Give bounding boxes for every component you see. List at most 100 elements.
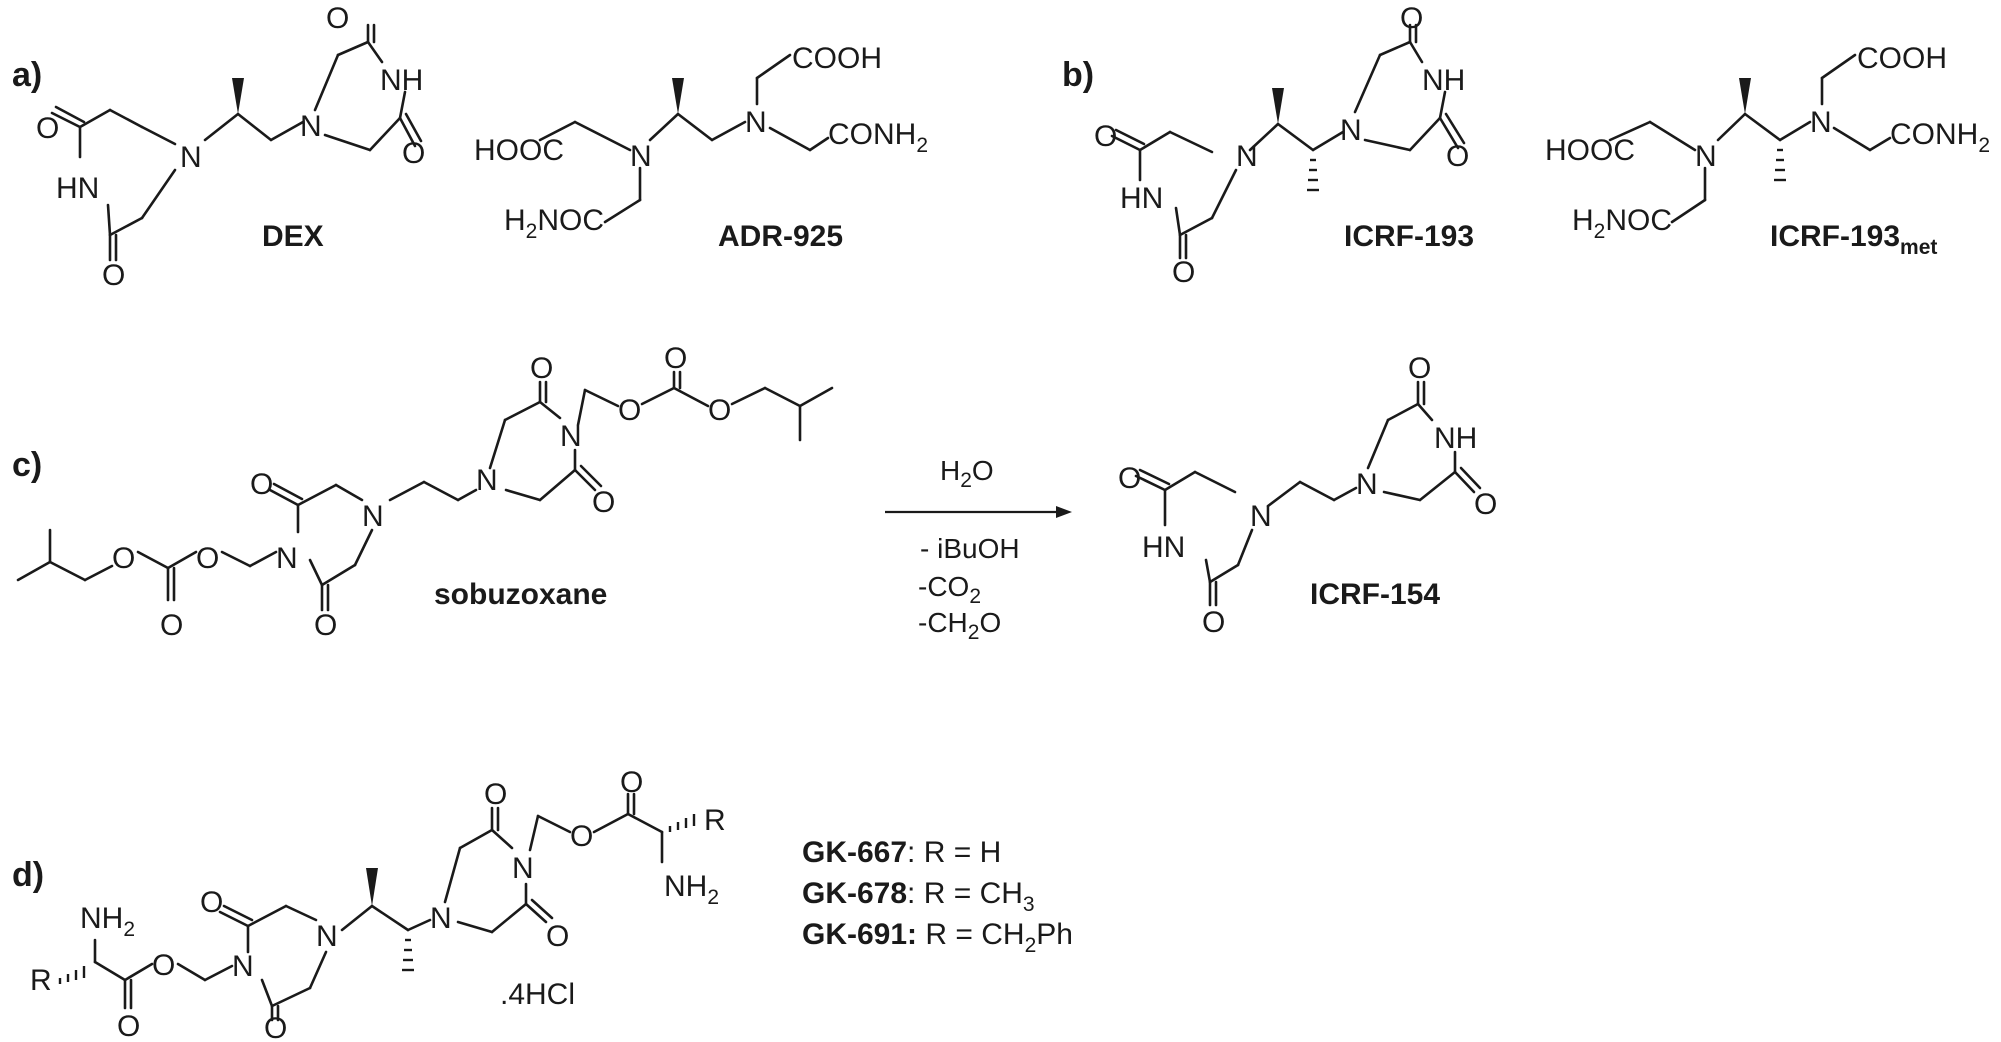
byproduct-co2: -CO2 xyxy=(918,571,981,608)
sobuzoxane-o-ring-2: O xyxy=(314,609,337,642)
legend-row-gk678: GK-678: R = CH3 xyxy=(802,877,1035,916)
icrf193-nh: NH xyxy=(1422,64,1465,97)
panel-label-b: b) xyxy=(1062,56,1094,94)
sobuzoxane-n-1: N xyxy=(276,542,298,575)
prodrug-o-ring-3: O xyxy=(484,778,507,811)
icrf193-n-right: N xyxy=(1340,114,1362,147)
sobuzoxane-o-ring-1: O xyxy=(250,468,273,501)
label-dex: DEX xyxy=(262,220,324,253)
dex-n-left: N xyxy=(180,141,202,174)
dex-n-right: N xyxy=(300,110,322,143)
prodrug-salt: .4HCl xyxy=(500,978,575,1011)
adr925-n-right: N xyxy=(745,106,767,139)
prodrug-o-ester-left: O xyxy=(152,949,175,982)
byproduct-ibuoh: - iBuOH xyxy=(920,533,1020,564)
prodrug-nh2-left: NH2 xyxy=(80,902,135,941)
structure-sobuzoxane: O O O N O N O N O N O O O O sobuzoxane xyxy=(16,342,834,642)
adr925-cooh: COOH xyxy=(792,42,882,75)
icrf193-o-2: O xyxy=(1172,256,1195,289)
icrf154-o-4: O xyxy=(1474,488,1497,521)
prodrug-nh2-right: NH2 xyxy=(664,870,719,909)
sobuzoxane-o-ester-3: O xyxy=(618,394,641,427)
sobuzoxane-n-4: N xyxy=(560,420,582,453)
icrf193met-conh2: CONH2 xyxy=(1890,118,1990,157)
dex-nh: NH xyxy=(380,64,423,97)
icrf193met-n-left: N xyxy=(1695,140,1717,173)
legend-row-gk691: GK-691: R = CH2Ph xyxy=(802,918,1073,957)
prodrug-n-1: N xyxy=(232,950,254,983)
dex-o-2: O xyxy=(102,259,125,292)
prodrug-o-carbonyl-left: O xyxy=(117,1010,140,1042)
dex-o-3: O xyxy=(326,2,349,35)
sobuzoxane-o-ester-1: O xyxy=(112,542,135,575)
icrf193met-h2noc: H2NOC xyxy=(1572,204,1672,243)
dex-o-4: O xyxy=(402,137,425,170)
adr925-h2noc: H2NOC xyxy=(504,204,604,243)
icrf193-o-3: O xyxy=(1400,2,1423,35)
icrf193-hash-bond xyxy=(1307,158,1319,192)
prodrug-hash-center xyxy=(402,938,414,972)
icrf193met-hooc: HOOC xyxy=(1545,134,1635,167)
icrf154-hn: HN xyxy=(1142,531,1185,564)
panel-label-d: d) xyxy=(12,856,44,894)
icrf193-o-1: O xyxy=(1094,120,1117,153)
prodrug-n-2: N xyxy=(316,920,338,953)
structure-adr925: HOOC N N COOH CONH2 H2NOC ADR-925 xyxy=(474,42,928,253)
sobuzoxane-o-ester-2: O xyxy=(196,542,219,575)
label-icrf193met: ICRF-193met xyxy=(1770,220,1937,259)
icrf154-n-2: N xyxy=(1356,468,1378,501)
prodrug-o-ring-1: O xyxy=(200,886,223,919)
icrf193-hn: HN xyxy=(1120,182,1163,215)
sobuzoxane-o-carbonyl-1: O xyxy=(160,609,183,642)
prodrug-n-4: N xyxy=(512,852,534,885)
dex-hn: HN xyxy=(56,172,99,205)
adr925-conh2: CONH2 xyxy=(828,118,928,157)
prodrug-o-ring-4: O xyxy=(546,920,569,953)
reaction-arrow-group: H2O - iBuOH -CO2 -CH2O xyxy=(885,455,1072,644)
icrf193met-cooh: COOH xyxy=(1857,42,1947,75)
label-sobuzoxane: sobuzoxane xyxy=(434,578,607,611)
legend-row-gk667: GK-667: R = H xyxy=(802,836,1001,869)
adr925-hooc: HOOC xyxy=(474,134,564,167)
prodrug-n-3: N xyxy=(430,902,452,935)
icrf154-o-3: O xyxy=(1408,352,1431,385)
r-group-legend: GK-667: R = H GK-678: R = CH3 GK-691: R … xyxy=(802,836,1073,957)
label-icrf193: ICRF-193 xyxy=(1344,220,1474,253)
prodrug-o-ring-2: O xyxy=(264,1012,287,1042)
prodrug-o-carbonyl-right: O xyxy=(620,766,643,799)
icrf193-n-left: N xyxy=(1236,140,1258,173)
prodrug-r-right: R xyxy=(704,804,726,837)
icrf193-o-4: O xyxy=(1446,140,1469,173)
label-adr925: ADR-925 xyxy=(718,220,843,253)
prodrug-o-ester-right: O xyxy=(570,820,593,853)
reagent-water: H2O xyxy=(940,455,994,492)
sobuzoxane-n-2: N xyxy=(362,500,384,533)
icrf193met-n-right: N xyxy=(1810,106,1832,139)
label-icrf154: ICRF-154 xyxy=(1310,578,1440,611)
panel-label-a: a) xyxy=(12,56,42,94)
prodrug-r-left: R xyxy=(30,964,52,997)
sobuzoxane-o-ring-3: O xyxy=(530,352,553,385)
prodrug-hash-right xyxy=(668,814,696,832)
structure-dex: N N O HN O O NH O DEX xyxy=(36,2,425,292)
icrf154-o-1: O xyxy=(1118,462,1141,495)
structure-icrf154: O HN O N N O NH O ICRF-154 xyxy=(1118,352,1497,639)
dex-o-1: O xyxy=(36,112,59,145)
icrf154-n-1: N xyxy=(1250,500,1272,533)
sobuzoxane-o-carbonyl-2: O xyxy=(664,342,687,375)
icrf154-o-2: O xyxy=(1202,606,1225,639)
prodrug-hash-left xyxy=(58,966,86,984)
sobuzoxane-o-ring-4: O xyxy=(592,486,615,519)
structure-icrf193met: HOOC N N COOH CONH2 H2NOC ICRF-193met xyxy=(1545,42,1990,259)
byproduct-ch2o: -CH2O xyxy=(918,607,1001,644)
panel-label-c: c) xyxy=(12,446,42,484)
structure-icrf193: N N O HN O O NH O ICRF-193 xyxy=(1094,2,1474,289)
icrf193met-hash-bond xyxy=(1774,148,1786,182)
adr925-n-left: N xyxy=(630,140,652,173)
structure-prodrug: NH2 R O O N O N O xyxy=(30,766,726,1042)
icrf154-nh: NH xyxy=(1434,422,1477,455)
sobuzoxane-n-3: N xyxy=(476,464,498,497)
sobuzoxane-o-ester-4: O xyxy=(708,394,731,427)
